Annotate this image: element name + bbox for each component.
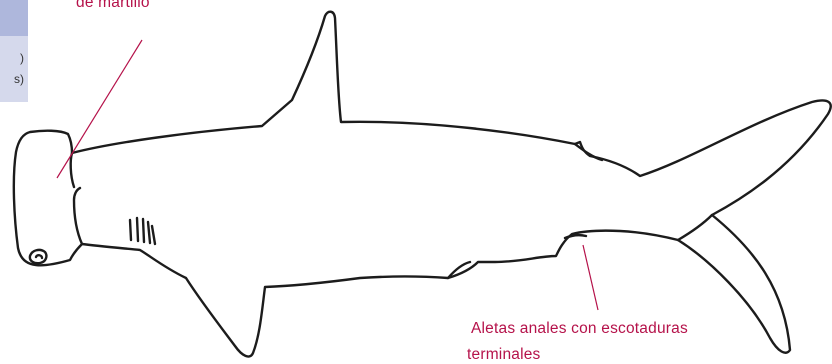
callout-label-anal-fins-line2: terminales bbox=[467, 346, 541, 364]
eye-outline bbox=[30, 250, 47, 263]
callout-line-head bbox=[57, 40, 142, 178]
gill-slit-1 bbox=[130, 220, 131, 240]
gill-slit-3 bbox=[143, 219, 144, 242]
callout-label-anal-fins: Aletas anales con escotaduras bbox=[471, 320, 688, 338]
callout-label-head: de martillo bbox=[76, 0, 150, 12]
upper-head-edge bbox=[71, 153, 74, 187]
gill-slit-2 bbox=[137, 218, 138, 241]
second-dorsal-fin-detail bbox=[575, 144, 602, 160]
shark-head-and-body-outline bbox=[14, 12, 831, 357]
tail-lower-edge bbox=[678, 215, 712, 240]
eye-pupil bbox=[36, 255, 42, 258]
callout-line-anal-fin bbox=[583, 245, 598, 310]
gill-slit-4 bbox=[148, 222, 150, 243]
hammer-lobe-edge bbox=[74, 188, 82, 244]
anal-fin-notch bbox=[565, 235, 586, 238]
gill-slit-5 bbox=[152, 226, 155, 244]
